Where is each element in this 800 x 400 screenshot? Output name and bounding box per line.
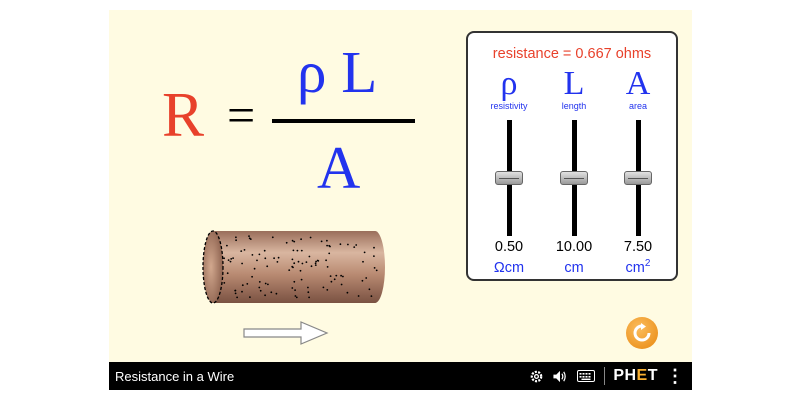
kebab-menu-icon[interactable]: ⋮ — [666, 366, 684, 386]
slider-column-area: A area 7.50 cm2 — [608, 65, 668, 276]
equation-r: R — [162, 80, 205, 150]
resistance-readout: resistance = 0.667 ohms — [492, 46, 652, 62]
navigation-bar: Resistance in a Wire PHET ⋮ — [109, 362, 692, 390]
slider-unit: cm — [564, 259, 584, 276]
resistivity-slider-thumb[interactable] — [495, 171, 523, 185]
equation-numerator: ρ L — [297, 39, 378, 105]
slider-name: length — [561, 101, 587, 111]
slider-symbol: ρ — [500, 65, 518, 102]
slider-column-length: L length 10.00 cm — [544, 65, 604, 276]
slider-unit: Ωcm — [493, 259, 525, 276]
wire-graphic — [202, 230, 385, 304]
phet-logo[interactable]: PHET — [613, 367, 658, 384]
slider-panel: resistance = 0.667 ohms ρ resistivity 0.… — [466, 31, 678, 281]
slider-value: 0.50 — [494, 239, 524, 255]
equation-denominator: A — [317, 135, 361, 201]
slider-column-resistivity: ρ resistivity 0.50 Ωcm — [479, 65, 539, 276]
keyboard-icon[interactable] — [576, 368, 596, 384]
slider-value: 7.50 — [623, 239, 653, 255]
slider-symbol: A — [625, 65, 651, 102]
reset-all-button[interactable] — [626, 317, 658, 349]
audio-icon[interactable] — [552, 368, 568, 384]
fraction-bar — [272, 119, 415, 123]
navbar-icons: PHET ⋮ — [528, 366, 684, 386]
slider-name: area — [628, 101, 647, 111]
simulation-stage: R = ρ L A resistance = 0.667 ohms ρ — [109, 10, 692, 362]
slider-value: 10.00 — [555, 239, 593, 255]
current-direction-arrow — [243, 321, 329, 345]
slider-name: resistivity — [490, 101, 528, 111]
area-slider-thumb[interactable] — [624, 171, 652, 185]
length-slider-thumb[interactable] — [560, 171, 588, 185]
navbar-separator — [604, 367, 606, 385]
reset-all-icon — [633, 323, 651, 342]
slider-unit: cm2 — [625, 258, 651, 276]
slider-symbol: L — [563, 65, 585, 102]
sim-title: Resistance in a Wire — [115, 369, 235, 384]
settings-icon[interactable] — [528, 368, 544, 384]
equation-equals: = — [227, 87, 256, 143]
